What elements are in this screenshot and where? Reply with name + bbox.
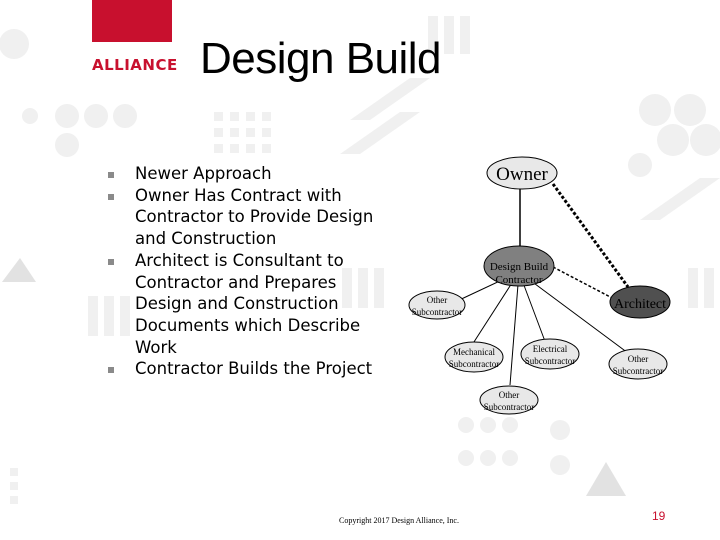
logo-line-2: ALLIANCE: [92, 56, 178, 74]
sub-label-other: Other: [499, 390, 520, 400]
bullet-text: Contractor Builds the Project: [135, 359, 373, 379]
page-number: 19: [652, 509, 666, 523]
bullet-item: Architect is Consultant to Contractor an…: [108, 250, 388, 359]
bullet-text: Architect is Consultant to Contractor an…: [135, 250, 361, 357]
copyright-text: Copyright 2017 Design Alliance, Inc.: [339, 516, 459, 525]
bullet-icon: [108, 193, 114, 200]
company-logo: DESIGN ALLIANCE: [92, 43, 178, 74]
sub-label-subcontractor: Subcontractor: [525, 356, 575, 366]
sub-label-subcontractor: Subcontractor: [449, 359, 499, 369]
other-subcontractor-node-right: Other Subcontractor: [608, 348, 668, 380]
bullet-text: Owner Has Contract with Contractor to Pr…: [135, 185, 374, 249]
logo-line-1: DESIGN: [92, 43, 159, 61]
slide-title: Design Build: [200, 34, 442, 83]
sub-label-subcontractor: Subcontractor: [613, 366, 663, 376]
bullet-item: Owner Has Contract with Contractor to Pr…: [108, 185, 388, 250]
owner-node: Owner: [486, 156, 558, 190]
other-subcontractor-node-bottom: Other Subcontractor: [479, 385, 539, 415]
sub-label-subcontractor: Subcontractor: [412, 307, 462, 317]
contractor-label-line1: Design Build: [490, 261, 549, 273]
architect-label: Architect: [614, 297, 666, 312]
other-subcontractor-node-left: Other Subcontractor: [408, 290, 466, 320]
bullet-icon: [108, 367, 114, 374]
bullet-item: Newer Approach: [108, 163, 388, 185]
bullet-list: Newer Approach Owner Has Contract with C…: [108, 163, 388, 380]
logo-box: [92, 0, 172, 42]
mechanical-subcontractor-node: Mechanical Subcontractor: [444, 341, 504, 373]
bullet-icon: [108, 172, 114, 178]
contractor-label-line2: Contractor: [495, 274, 542, 286]
sub-label-other: Other: [628, 354, 649, 364]
bullet-icon: [108, 258, 114, 265]
sub-label-subcontractor: Subcontractor: [484, 402, 534, 412]
contractor-node: Design Build Contractor: [483, 245, 555, 287]
architect-node: Architect: [609, 285, 671, 319]
sub-label-mechanical: Mechanical: [453, 347, 495, 357]
sub-label-other: Other: [427, 295, 448, 305]
sub-label-electrical: Electrical: [533, 344, 568, 354]
electrical-subcontractor-node: Electrical Subcontractor: [520, 338, 580, 370]
bullet-item: Contractor Builds the Project: [108, 358, 388, 380]
owner-label: Owner: [496, 164, 548, 185]
bullet-text: Newer Approach: [135, 164, 272, 183]
